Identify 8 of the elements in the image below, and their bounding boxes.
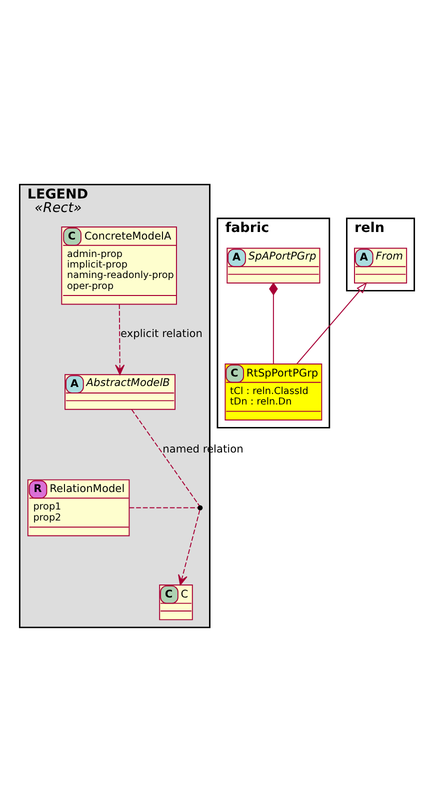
node-circle (198, 504, 203, 510)
arrow (115, 303, 125, 375)
edge-label: explicit relation (120, 326, 203, 340)
connector (131, 408, 200, 506)
connector (128, 506, 198, 508)
arrow (178, 509, 200, 585)
connector (269, 282, 278, 364)
arrow (296, 282, 368, 364)
